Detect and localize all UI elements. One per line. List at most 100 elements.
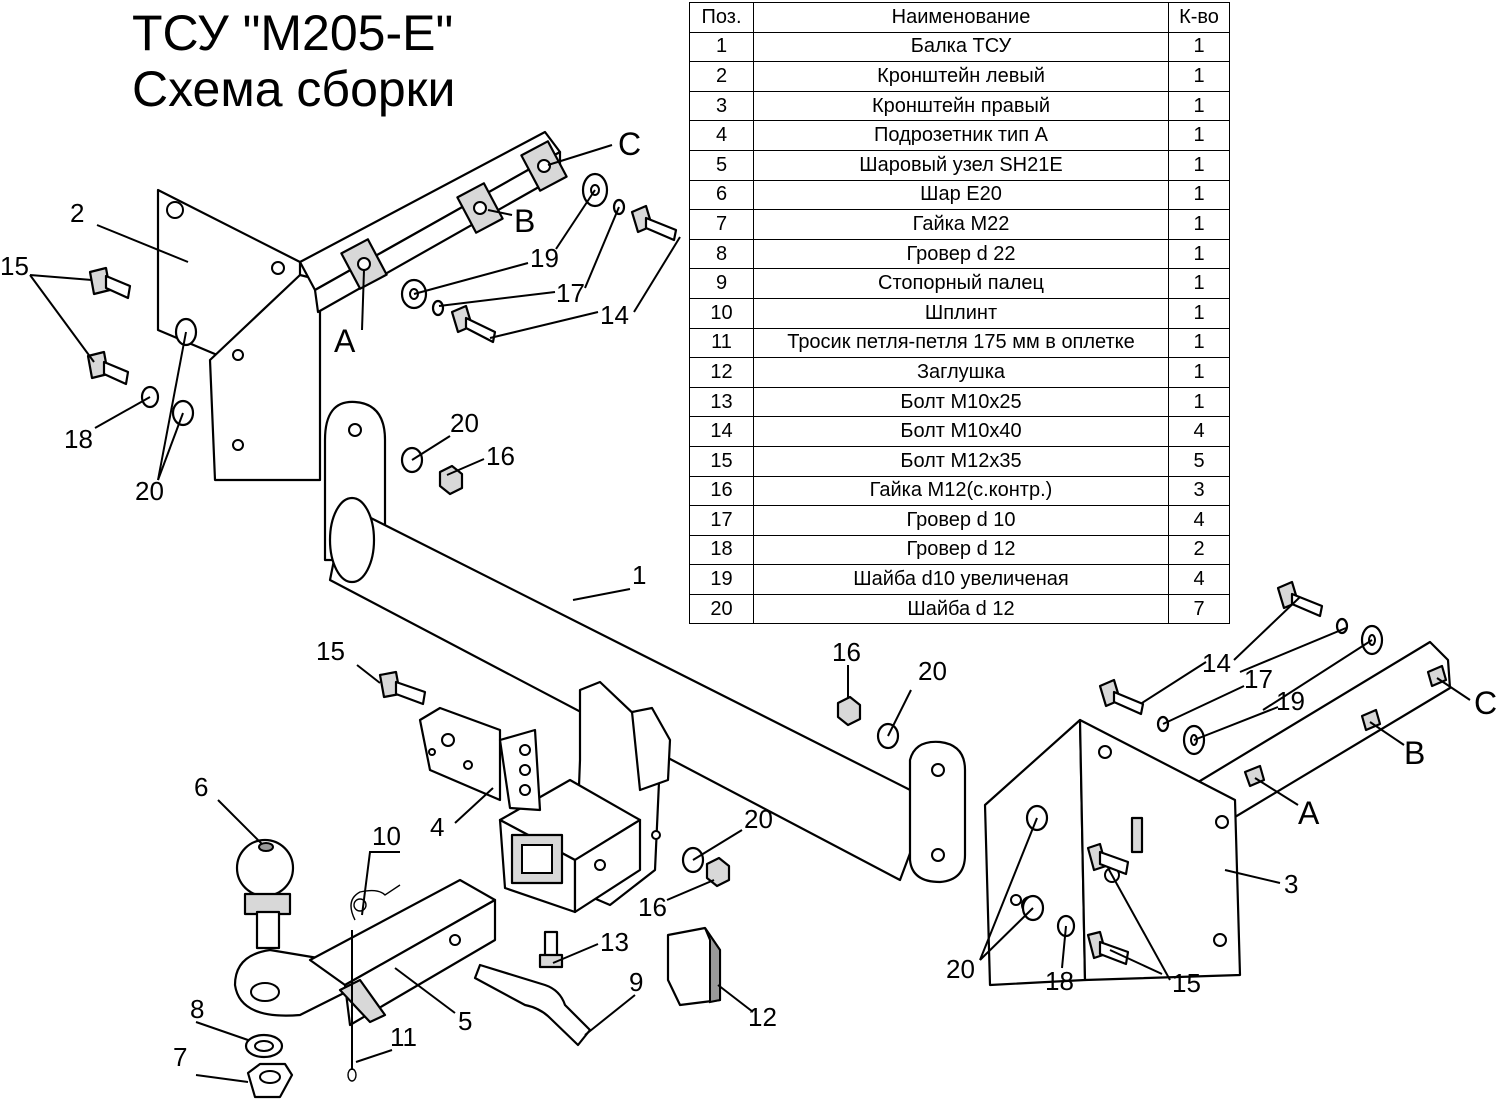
- end-plug: [666, 926, 722, 1007]
- callout-18: 18: [64, 424, 93, 454]
- callout-7: 7: [173, 1042, 187, 1072]
- cell-name: Болт М10х40: [753, 416, 1169, 447]
- cell-qty: 1: [1168, 61, 1230, 92]
- bolt-m10x40: [450, 304, 497, 344]
- cell-name: Тросик петля-петля 175 мм в оплетке: [753, 327, 1169, 359]
- main-beam: [323, 400, 967, 884]
- cell-pos: 1: [689, 31, 754, 63]
- socket-plate: [418, 706, 542, 812]
- cell-name: Гайка М12(с.контр.): [753, 475, 1169, 507]
- callout-11: 11: [390, 1022, 417, 1052]
- cell-qty: 1: [1168, 268, 1230, 299]
- cell-name: Кронштейн левый: [753, 61, 1169, 92]
- header-pos: Поз.: [689, 2, 754, 33]
- callout-16: 16: [638, 892, 667, 922]
- callout-17: 17: [1244, 664, 1273, 694]
- callout-B: B: [514, 203, 535, 239]
- nut-m12: [836, 695, 862, 727]
- callout-20: 20: [946, 954, 975, 984]
- lock-washer-d10: [431, 299, 445, 317]
- cell-name: Гайка М22: [753, 209, 1169, 240]
- cell-pos: 4: [689, 120, 754, 151]
- cell-pos: 2: [689, 61, 754, 92]
- bolt-m10x40: [1276, 580, 1324, 618]
- callout-20: 20: [744, 804, 773, 834]
- cell-pos: 9: [689, 268, 754, 299]
- callout-15: 15: [0, 251, 29, 281]
- left-bracket: [156, 130, 568, 482]
- callout-16: 16: [832, 637, 861, 667]
- callout-18: 18: [1045, 966, 1074, 996]
- cell-qty: 2: [1168, 534, 1230, 566]
- bolt-m12x35: [88, 266, 132, 300]
- cell-pos: 16: [689, 475, 754, 507]
- cell-pos: 11: [689, 327, 754, 359]
- cell-name: Кронштейн правый: [753, 90, 1169, 122]
- drawing-title: ТСУ "М205-Е": [132, 5, 454, 61]
- safety-cable: [347, 930, 357, 1082]
- callout-B: B: [1404, 735, 1425, 771]
- callout-9: 9: [629, 967, 643, 997]
- cell-pos: 7: [689, 209, 754, 240]
- cell-pos: 12: [689, 357, 754, 388]
- cell-qty: 1: [1168, 386, 1230, 418]
- nut-m12: [438, 464, 464, 496]
- bolt-m10x40: [630, 204, 678, 242]
- callout-C: C: [1474, 685, 1497, 721]
- callout-8: 8: [190, 994, 204, 1024]
- cell-pos: 6: [689, 179, 754, 211]
- cell-qty: 5: [1168, 445, 1230, 477]
- cell-qty: 1: [1168, 238, 1230, 270]
- cell-pos: 13: [689, 386, 754, 418]
- cell-pos: 8: [689, 238, 754, 270]
- right-bracket: [983, 640, 1452, 987]
- tow-ball: [235, 838, 295, 950]
- drawing-subtitle: Схема сборки: [132, 61, 456, 117]
- cell-pos: 20: [689, 593, 754, 625]
- table-header-row: Поз. Наименование К-во: [689, 2, 1230, 33]
- bolt-m12x35: [378, 670, 427, 706]
- cell-qty: 1: [1168, 179, 1230, 211]
- cell-pos: 15: [689, 445, 754, 477]
- cell-name: Гровер d 12: [753, 534, 1169, 566]
- cell-name: Шплинт: [753, 297, 1169, 329]
- cell-pos: 17: [689, 505, 754, 536]
- cell-name: Шаровый узел SH21E: [753, 149, 1169, 181]
- cell-qty: 4: [1168, 564, 1230, 595]
- cell-qty: 1: [1168, 90, 1230, 122]
- cell-pos: 3: [689, 90, 754, 122]
- cell-name: Подрозетник тип А: [753, 120, 1169, 151]
- callout-20: 20: [450, 408, 479, 438]
- cell-qty: 1: [1168, 31, 1230, 63]
- cell-name: Болт М12х35: [753, 445, 1169, 477]
- lock-washer-d22: [244, 1033, 284, 1059]
- cell-name: Балка ТСУ: [753, 31, 1169, 63]
- cell-qty: 1: [1168, 120, 1230, 151]
- callout-16: 16: [486, 441, 515, 471]
- header-qty: К-во: [1168, 2, 1230, 33]
- cotter-pin: [350, 884, 401, 921]
- cell-pos: 18: [689, 534, 754, 566]
- bolt-m10x25: [538, 930, 564, 969]
- cell-pos: 14: [689, 416, 754, 447]
- cell-qty: 1: [1168, 357, 1230, 388]
- bolt-m12x35: [1086, 842, 1130, 876]
- nut-m12: [705, 856, 731, 888]
- callout-10: 10: [372, 821, 401, 851]
- callout-17: 17: [556, 278, 585, 308]
- cell-pos: 10: [689, 297, 754, 329]
